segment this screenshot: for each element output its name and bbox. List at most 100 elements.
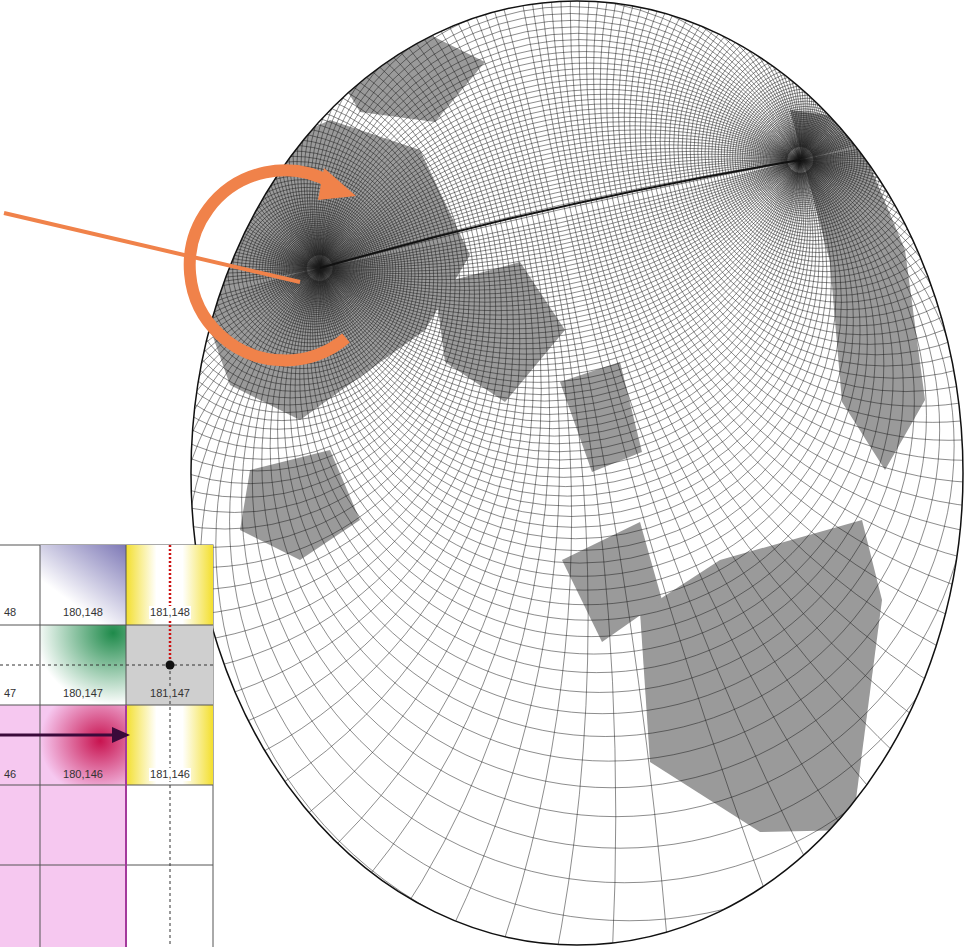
grid-line: [784, 144, 816, 176]
grid-line: [0, 0, 969, 270]
grid-line: [594, 0, 969, 665]
grid-line: [275, 227, 358, 310]
grid-line: [237, 198, 382, 343]
grid-line: [674, 0, 969, 335]
grid-cell-label: 181,146: [149, 768, 191, 781]
grid-line: [783, 142, 818, 177]
grid-line: [702, 23, 962, 283]
dashed-guide: [170, 665, 171, 947]
grid-line: [708, 37, 943, 272]
grid-cell-label: 48: [3, 606, 17, 619]
grid-line: [0, 0, 513, 809]
cell-shade: [40, 705, 126, 785]
grid-line: [0, 0, 969, 268]
grid-line: [0, 0, 958, 290]
grid-line: [607, 0, 969, 573]
grid-line: [733, 77, 892, 236]
grid-line: [738, 85, 883, 230]
grid-line: [669, 0, 969, 344]
grid-line: [724, 64, 908, 248]
grid-line: [781, 141, 820, 180]
grid-line: [0, 0, 969, 308]
grid-line: [265, 219, 365, 319]
grid-line: [780, 139, 822, 181]
grid-line: [288, 238, 349, 299]
grid-line: [0, 0, 507, 758]
cell-shade: [40, 625, 126, 705]
grid-line: [751, 104, 861, 214]
grid-line: [0, 36, 469, 547]
grid-line: [260, 0, 807, 371]
grid-line: [212, 180, 396, 364]
grid-fold-line: [320, 160, 800, 268]
grid-line: [319, 0, 816, 496]
grid-line: [678, 0, 969, 326]
grid-line: [293, 243, 344, 294]
grid-line: [300, 249, 339, 288]
grid-line: [69, 93, 447, 471]
grid-line: [270, 223, 361, 314]
grid-line: [730, 73, 897, 240]
grid-line: [0, 0, 485, 615]
grid-line: [504, 0, 969, 947]
grid-line: [721, 59, 914, 252]
globe-outline: [191, 1, 963, 945]
grid-line: [0, 157, 969, 947]
grid-line: [686, 0, 969, 310]
grid-line: [763, 119, 843, 199]
grid-line: [185, 162, 409, 386]
grid-line: [727, 69, 902, 244]
grid-line: [773, 131, 831, 189]
grid-line: [306, 255, 333, 282]
grid-line: [0, 0, 969, 268]
grid-line: [303, 251, 337, 285]
grid-cell-label: 180,148: [62, 606, 104, 619]
grid-cell-label: 47: [3, 687, 17, 700]
grid-cell-label: 181,147: [149, 687, 191, 700]
grid-line: [781, 140, 821, 180]
grid-line: [742, 92, 874, 224]
grid-line: [249, 207, 375, 333]
grid-line: [0, 0, 969, 274]
direction-arrowhead: [112, 727, 130, 743]
grid-line: [283, 234, 353, 304]
cell-shade: [40, 785, 126, 947]
grid-line: [0, 0, 501, 714]
grid-line: [766, 123, 839, 196]
grid-line: [640, 0, 969, 422]
grid-line: [775, 133, 828, 186]
grid-line: [760, 116, 847, 203]
grid-line: [0, 0, 496, 677]
direction-arrow: [0, 734, 116, 737]
grid-line: [316, 0, 808, 469]
grid-line: [586, 0, 969, 726]
grid-line: [777, 136, 825, 184]
grid-line: [630, 0, 969, 460]
grid-line: [0, 0, 572, 947]
region-border: [125, 705, 127, 947]
grid-line: [665, 0, 969, 355]
grid-line: [256, 212, 371, 327]
grid-line: [289, 0, 801, 401]
grid-line: [273, 225, 360, 312]
grid-line: [289, 239, 347, 297]
grid-line: [740, 89, 879, 228]
land-masses: [200, 30, 925, 832]
grid-cell-label: 180,146: [62, 768, 104, 781]
grid-line: [771, 129, 832, 190]
grid-line: [100, 111, 438, 449]
grid-line: [218, 184, 393, 359]
grid-line: [769, 126, 835, 192]
grid-cell-label: 180,147: [62, 687, 104, 700]
grid-line: [600, 0, 969, 615]
grid-line: [0, 0, 588, 947]
grid-line: [159, 145, 419, 405]
grid-line: [168, 151, 415, 398]
grid-line: [51, 84, 451, 484]
grid-line: [532, 0, 969, 947]
grid-line: [298, 247, 340, 289]
grid-line: [9, 62, 460, 513]
grid-line: [177, 156, 412, 391]
grid-line: [0, 0, 969, 270]
grid-line: [297, 246, 341, 290]
